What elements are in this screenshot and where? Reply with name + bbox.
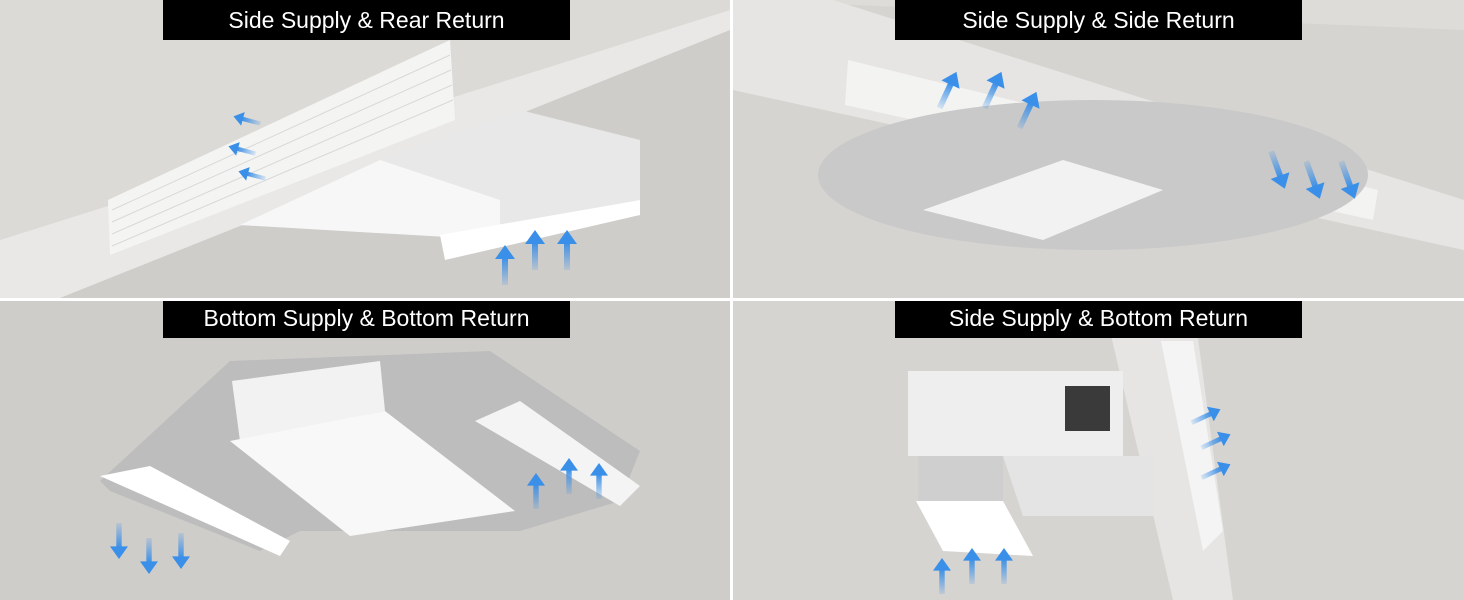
panel-bottom-supply-bottom-return: Bottom Supply & Bottom Return <box>0 301 730 600</box>
panel-side-supply-bottom-return: Side Supply & Bottom Return <box>733 301 1464 600</box>
panel-side-supply-side-return: Side Supply & Side Return <box>733 0 1464 298</box>
airflow-arrow-icon <box>933 558 951 594</box>
unit-illustration <box>908 301 1234 600</box>
airflow-arrow-icon <box>495 245 515 285</box>
panel-title: Side Supply & Side Return <box>895 0 1302 40</box>
return-grille <box>916 501 1033 556</box>
panel-title: Bottom Supply & Bottom Return <box>163 301 570 338</box>
supply-grille <box>108 40 455 255</box>
unit-illustration <box>0 0 730 298</box>
panel-title: Side Supply & Bottom Return <box>895 301 1302 338</box>
panel-side-supply-rear-return: Side Supply & Rear Return <box>0 0 730 298</box>
unit-illustration <box>100 351 640 574</box>
panel-title: Side Supply & Rear Return <box>163 0 570 40</box>
return-grille <box>440 200 640 260</box>
supply-grille <box>100 466 290 556</box>
unit-illustration <box>733 0 1464 250</box>
supply-grille <box>1161 341 1223 551</box>
